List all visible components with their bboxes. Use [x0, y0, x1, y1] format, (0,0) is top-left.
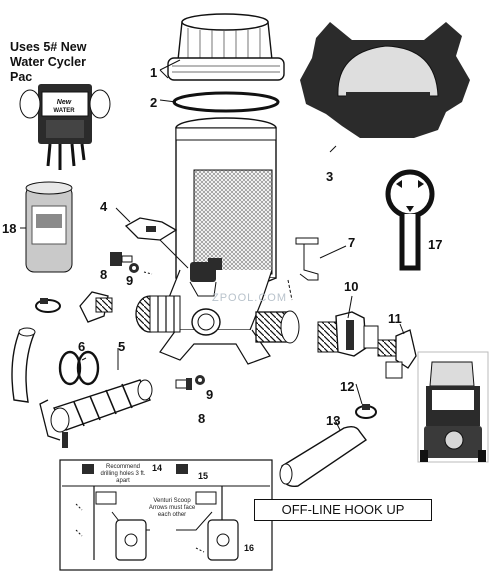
header-note: Uses 5# New Water Cycler Pac — [10, 40, 130, 85]
venturi-pipe-5 — [39, 379, 153, 448]
wrench-17 — [385, 169, 435, 271]
outlet-fitting — [255, 310, 300, 344]
callout-8-lower: 8 — [198, 411, 206, 426]
washer-9-lower — [195, 375, 205, 385]
watermark: ZPOOL.COM — [212, 292, 288, 304]
hose-13 — [279, 425, 368, 488]
callout-1: 1 — [150, 65, 158, 80]
callout-13: 13 — [326, 413, 341, 428]
callout-8-upper: 8 — [100, 267, 108, 282]
callout-17: 17 — [428, 237, 443, 252]
lid-assembly-1 — [167, 13, 285, 81]
callout-18: 18 — [2, 221, 17, 236]
callout-12: 12 — [340, 379, 355, 394]
cycler-pac-cylinder-18 — [20, 181, 73, 273]
bracket-7 — [287, 237, 319, 301]
cycler-pac-box-image: New WATER — [19, 84, 111, 170]
o-ring-2 — [172, 91, 280, 113]
callout-9-lower: 9 — [206, 387, 214, 402]
callout-5: 5 — [118, 339, 126, 354]
inset-drill-note: Recommend drilling holes 3 ft. apart — [100, 464, 146, 484]
callout-6: 6 — [78, 339, 86, 354]
inlet-fitting — [135, 295, 181, 333]
offline-hookup-inset — [59, 459, 273, 571]
callout-7: 7 — [348, 235, 356, 250]
o-rings-6 — [58, 350, 100, 386]
screw-8-upper — [110, 252, 133, 266]
screw-8-lower — [175, 378, 192, 390]
callout-16: 16 — [244, 543, 255, 553]
header-note-line2: Water Cycler — [10, 55, 86, 69]
washer-9-upper — [129, 263, 153, 275]
hose-clamp-12 — [355, 404, 377, 419]
cycler-product-image — [417, 351, 489, 463]
callout-15: 15 — [198, 471, 209, 481]
cap-3 — [300, 22, 470, 138]
callout-4: 4 — [100, 199, 108, 214]
leader-lines — [20, 59, 421, 431]
inset-venturi-note: Venturi Scoop Arrows must face each othe… — [148, 498, 196, 518]
svg-text:New: New — [57, 99, 72, 106]
dial-valve — [189, 258, 222, 297]
callout-2: 2 — [150, 95, 158, 110]
canister-body — [159, 117, 277, 365]
offline-hookup-label: OFF-LINE HOOK UP — [254, 499, 432, 521]
hose-left — [11, 327, 36, 403]
callout-10: 10 — [344, 279, 359, 294]
callout-9-upper: 9 — [126, 273, 134, 288]
svg-text:WATER: WATER — [53, 108, 75, 114]
elbow-11 — [377, 329, 417, 379]
header-note-line1: Uses 5# New — [10, 40, 87, 54]
header-note-line3: Pac — [10, 70, 33, 84]
valve-handle-4 — [124, 217, 189, 269]
callout-11: 11 — [388, 311, 402, 326]
hose-clamp-left — [35, 298, 61, 313]
union-10 — [317, 311, 379, 357]
callout-14: 14 — [152, 463, 163, 473]
elbow-fitting-left — [79, 291, 113, 323]
callout-3: 3 — [326, 169, 334, 184]
